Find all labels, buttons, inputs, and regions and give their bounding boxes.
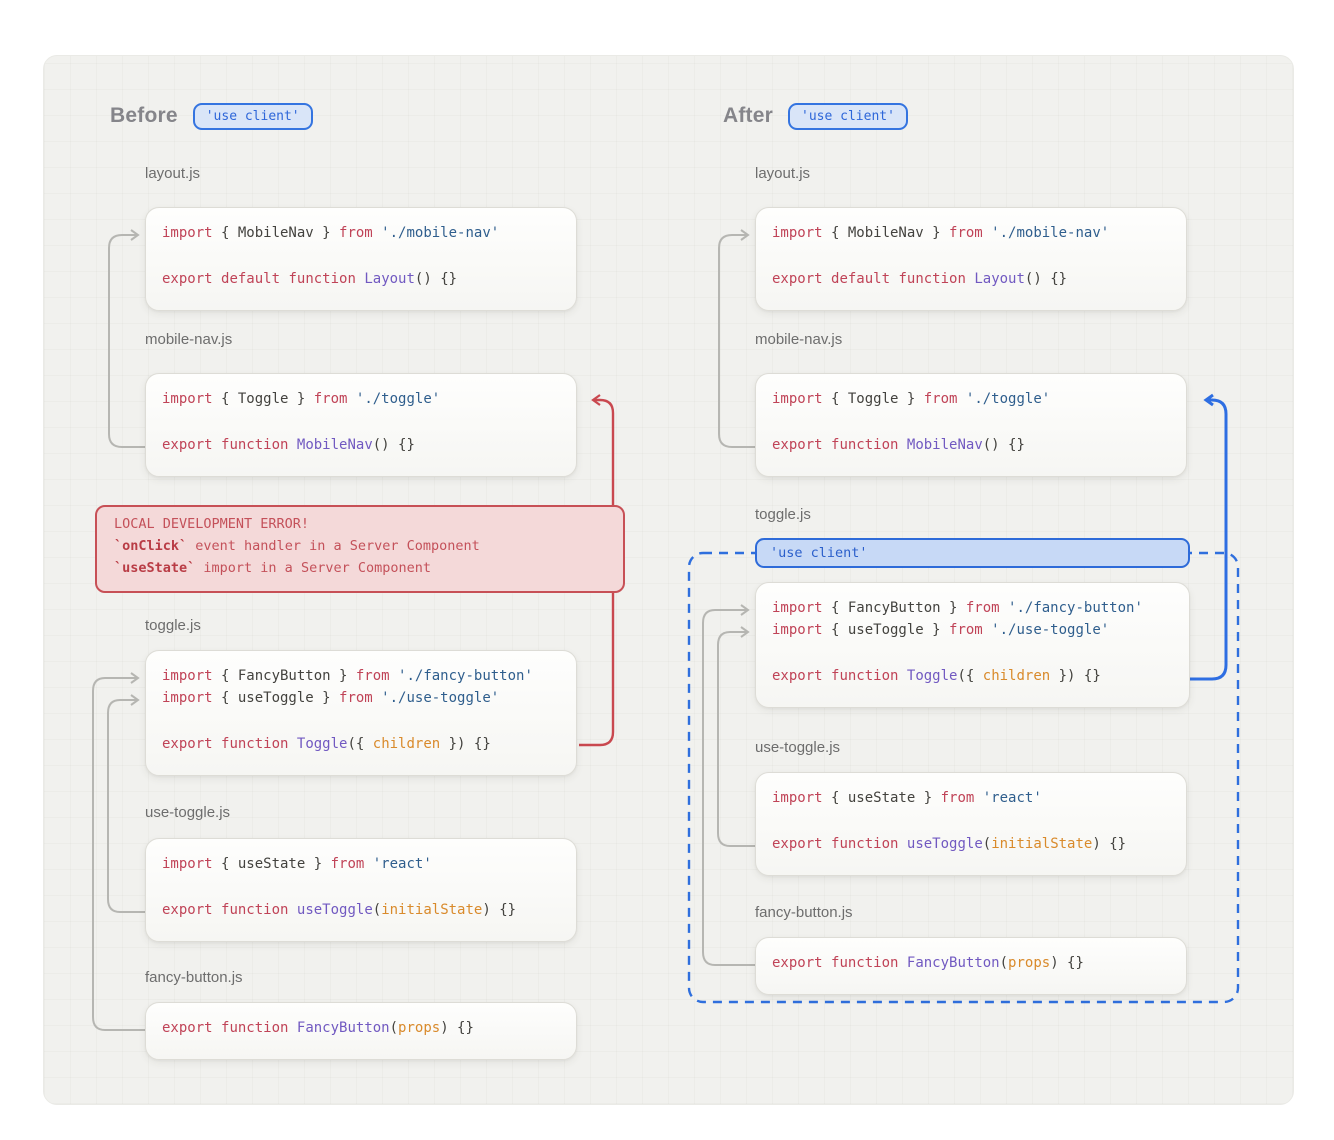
- code-box-use-toggle-before: import { useState } from 'react'export f…: [145, 838, 577, 942]
- file-label-fancy-button-after: fancy-button.js: [755, 904, 853, 921]
- code-lines: import { Toggle } from './toggle'export …: [162, 391, 441, 453]
- file-label-use-toggle-after: use-toggle.js: [755, 739, 841, 756]
- local-development-error-box: LOCAL DEVELOPMENT ERROR!`onClick` event …: [95, 505, 625, 593]
- code-box-layout-after: import { MobileNav } from './mobile-nav'…: [755, 207, 1187, 311]
- after-title: After: [723, 104, 774, 127]
- code-box-mobile-nav-after: import { Toggle } from './toggle'export …: [755, 373, 1187, 477]
- file-label-toggle-after: toggle.js: [755, 506, 811, 523]
- code-box-toggle-after: import { FancyButton } from './fancy-but…: [755, 582, 1190, 708]
- file-label-use-toggle-before: use-toggle.js: [145, 804, 231, 821]
- code-box-use-toggle-after: import { useState } from 'react'export f…: [755, 772, 1187, 876]
- code-lines: export function FancyButton(props) {}: [162, 1020, 474, 1036]
- code-box-mobile-nav-before: import { Toggle } from './toggle'export …: [145, 373, 577, 477]
- code-box-fancy-button-after: export function FancyButton(props) {}: [755, 937, 1187, 995]
- file-label-layout-after: layout.js: [755, 165, 811, 182]
- before-title: Before: [110, 104, 178, 127]
- code-lines: import { useState } from 'react'export f…: [772, 790, 1127, 852]
- code-box-toggle-before: import { FancyButton } from './fancy-but…: [145, 650, 577, 776]
- code-lines: import { MobileNav } from './mobile-nav'…: [162, 225, 500, 287]
- code-box-fancy-button-before: export function FancyButton(props) {}: [145, 1002, 577, 1060]
- code-lines: import { FancyButton } from './fancy-but…: [772, 600, 1143, 684]
- file-label-fancy-button-before: fancy-button.js: [145, 969, 243, 986]
- code-lines: import { useState } from 'react'export f…: [162, 856, 517, 918]
- file-label-mobile-nav-after: mobile-nav.js: [755, 331, 843, 348]
- file-label-mobile-nav-before: mobile-nav.js: [145, 331, 233, 348]
- code-box-layout-before: import { MobileNav } from './mobile-nav'…: [145, 207, 577, 311]
- use-client-badge-after: 'use client': [788, 102, 908, 130]
- file-label-toggle-before: toggle.js: [145, 617, 201, 634]
- use-client-badge-before: 'use client': [192, 102, 313, 130]
- file-label-layout-before: layout.js: [145, 165, 201, 182]
- before-header: Before 'use client': [110, 101, 313, 131]
- use-client-directive-badge: 'use client': [755, 538, 1190, 568]
- code-lines: import { Toggle } from './toggle'export …: [772, 391, 1051, 453]
- code-lines: import { FancyButton } from './fancy-but…: [162, 668, 533, 752]
- error-lines: LOCAL DEVELOPMENT ERROR!`onClick` event …: [114, 516, 480, 576]
- after-header: After 'use client': [723, 101, 908, 131]
- code-lines: import { MobileNav } from './mobile-nav'…: [772, 225, 1110, 287]
- code-lines: export function FancyButton(props) {}: [772, 955, 1084, 971]
